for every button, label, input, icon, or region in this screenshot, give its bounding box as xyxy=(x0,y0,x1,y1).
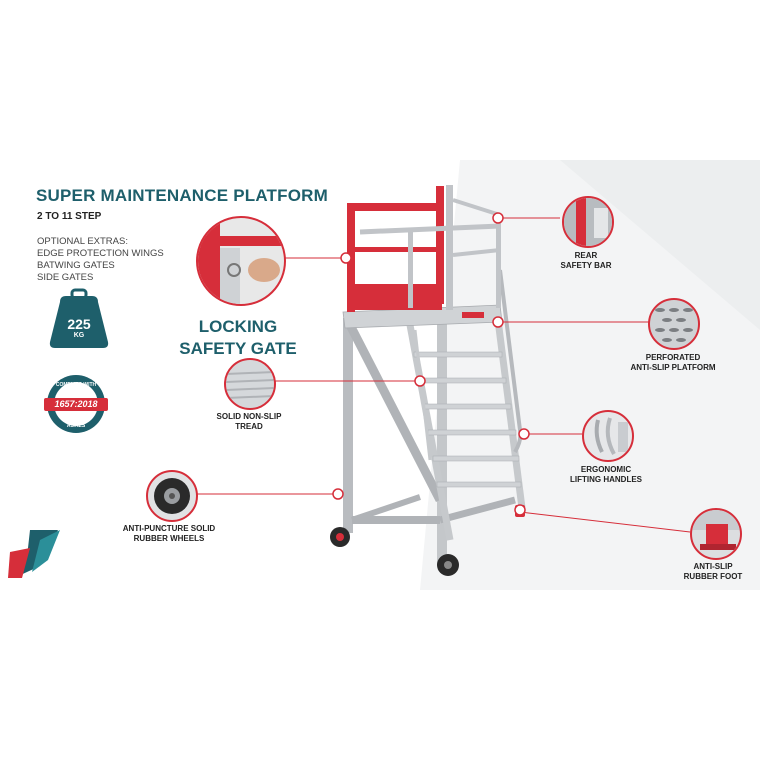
rear-safety-bar-image xyxy=(562,196,614,248)
extras-item: BATWING GATES xyxy=(37,260,115,271)
callout-rubber-wheels: ANTI-PUNCTURE SOLID RUBBER WHEELS xyxy=(114,524,224,544)
callout-perforated-platform: PERFORATED ANTI-SLIP PLATFORM xyxy=(618,353,728,373)
callout-line: LIFTING HANDLES xyxy=(570,475,642,484)
callout-line: REAR xyxy=(574,251,598,260)
callout-non-slip-tread: SOLID NON-SLIP TREAD xyxy=(204,412,294,432)
callout-line: PERFORATED xyxy=(645,353,701,362)
callout-line: ANTI-SLIP xyxy=(693,562,733,571)
standard-badge-bottom: AS/NZS xyxy=(66,423,86,429)
weight-capacity-unit: KG xyxy=(73,332,85,339)
standard-badge-top: COMPLIES WITH xyxy=(55,382,97,388)
callout-line: SAFETY BAR xyxy=(560,261,612,270)
perforated-platform-image xyxy=(648,298,700,350)
locking-gate-label-line2: SAFETY GATE xyxy=(179,339,297,358)
callout-line: TREAD xyxy=(235,422,263,431)
callout-rubber-foot: ANTI-SLIP RUBBER FOOT xyxy=(670,562,756,582)
locking-gate-detail-image xyxy=(196,216,286,306)
standard-badge-code: 1657:2018 xyxy=(54,399,98,409)
extras-heading: OPTIONAL EXTRAS: xyxy=(37,236,128,247)
rubber-foot-image xyxy=(690,508,742,560)
callout-line: RUBBER WHEELS xyxy=(133,534,205,543)
callout-rear-safety-bar: REAR SAFETY BAR xyxy=(548,251,624,271)
callout-line: ANTI-PUNCTURE SOLID xyxy=(122,524,216,533)
extras-item: SIDE GATES xyxy=(37,272,94,283)
callout-line: RUBBER FOOT xyxy=(683,572,743,581)
callout-line: ANTI-SLIP PLATFORM xyxy=(630,363,716,372)
optional-extras: OPTIONAL EXTRAS: EDGE PROTECTION WINGS B… xyxy=(37,236,164,284)
rubber-wheels-image xyxy=(146,470,198,522)
locking-gate-label-line1: LOCKING xyxy=(198,317,278,336)
step-range-subtitle: 2 TO 11 STEP xyxy=(37,211,102,222)
lifting-handles-image xyxy=(582,410,634,462)
callout-lifting-handles: ERGONOMIC LIFTING HANDLES xyxy=(560,465,652,485)
non-slip-tread-image xyxy=(224,358,276,410)
weight-capacity-value: 225 xyxy=(67,316,91,332)
page-title: SUPER MAINTENANCE PLATFORM xyxy=(36,186,328,205)
extras-item: EDGE PROTECTION WINGS xyxy=(37,248,164,259)
callout-line: ERGONOMIC xyxy=(580,465,632,474)
locking-gate-label: LOCKING SAFETY GATE xyxy=(168,316,308,360)
callout-line: SOLID NON-SLIP xyxy=(216,412,282,421)
